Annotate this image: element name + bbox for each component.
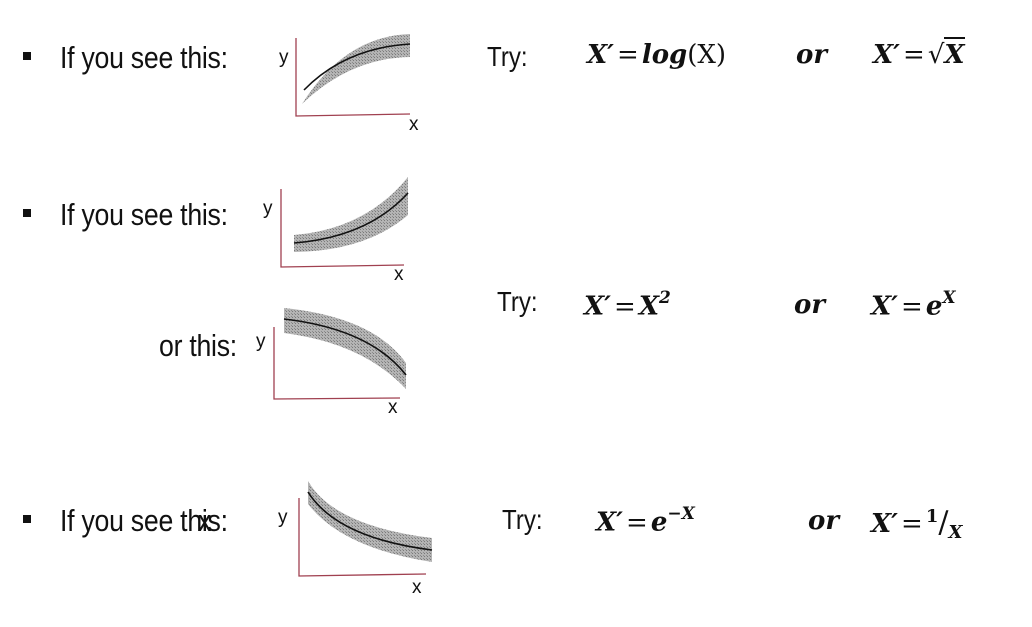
row2-formula-square-lhs: X′ — [584, 291, 612, 322]
row2-lead: If you see this: — [60, 197, 228, 232]
row3-formula-negexp-exp: −X — [667, 504, 695, 524]
row2-x-label: x — [394, 264, 404, 285]
row1-x-label: x — [409, 114, 419, 135]
radical-sign-icon: √ — [927, 40, 945, 70]
row3-formula-negexp-base: e — [650, 507, 668, 538]
row2-formula-square: X′=X2 — [584, 290, 671, 322]
row2-connector: or — [794, 290, 826, 320]
row1-log-curve-plot — [295, 34, 411, 117]
row3-formula-negexp: X′=e−X — [596, 506, 695, 538]
row1-formula-log: X′=log(X) — [587, 42, 726, 68]
row1-formula-sqrt: X′=√X — [873, 37, 965, 70]
row3-axes — [298, 498, 427, 577]
row1-axes — [295, 38, 411, 117]
row2b-y-label: y — [256, 331, 266, 352]
row1-curve — [303, 43, 411, 91]
row3-x-label: x — [412, 577, 422, 598]
row1-try-label: Try: — [487, 41, 528, 72]
row1-connector: or — [796, 40, 828, 70]
row1-formula-log-arg: (X) — [687, 40, 727, 70]
row1-y-label: y — [279, 47, 289, 68]
row2-formula-square-eq: = — [614, 291, 636, 322]
row3-formula-reciprocal-eq: = — [901, 509, 923, 539]
row1-band — [302, 34, 410, 104]
row3-formula-negexp-lhs: X′ — [596, 507, 624, 538]
bullet-icon — [23, 209, 31, 217]
bullet-icon — [23, 515, 31, 523]
row1-lead: If you see this: — [60, 40, 228, 75]
row3-try-label: Try: — [502, 504, 543, 535]
bullet-icon — [23, 52, 31, 60]
row2-axes — [280, 189, 405, 268]
row2-curve — [293, 192, 409, 244]
row3-y-label: y — [278, 507, 288, 528]
row3-formula-reciprocal-slash: / — [938, 505, 949, 540]
row2-formula-exp-exp: X — [942, 288, 956, 308]
row2-convex-up-curve-plot — [280, 177, 409, 268]
row3-formula-reciprocal-lhs: X′ — [871, 509, 899, 539]
row3-curve — [307, 491, 433, 551]
row2-formula-square-base: X — [638, 291, 660, 322]
row2-y-label: y — [263, 198, 273, 219]
row2-formula-square-exp: 2 — [659, 288, 671, 308]
row3-formula-reciprocal-num: 1 — [925, 506, 939, 527]
row2-alt-lead: or this: — [159, 328, 237, 363]
row3-formula-reciprocal: X′=1/X — [871, 505, 962, 542]
row3-formula-reciprocal-den: X — [948, 522, 963, 543]
row2-band — [294, 177, 408, 252]
row1-formula-log-eq: = — [617, 40, 639, 70]
row1-formula-sqrt-lhs: X′ — [873, 40, 901, 70]
row2b-axes — [273, 327, 401, 400]
row2-formula-exp-lhs: X′ — [871, 291, 899, 322]
row1-formula-sqrt-radicand: X — [944, 37, 965, 70]
row3-formula-negexp-eq: = — [626, 507, 648, 538]
row2-formula-exp-eq: = — [901, 291, 923, 322]
row2b-x-label: x — [388, 397, 398, 418]
row1-formula-log-lhs: X′ — [587, 40, 615, 70]
row2-try-label: Try: — [497, 286, 538, 317]
row3-decay-curve-plot — [298, 481, 433, 577]
row2-formula-exp: X′=eX — [871, 290, 956, 322]
row2-convex-down-curve-plot — [273, 308, 407, 400]
row3-connector: or — [808, 506, 840, 536]
row1-formula-sqrt-eq: = — [903, 40, 925, 70]
row3-lead: If you see this: — [60, 503, 228, 538]
row3-band — [308, 481, 432, 562]
row3-overlap-glyph: x — [198, 503, 212, 538]
row2-formula-exp-base: e — [925, 291, 943, 322]
row2b-band — [284, 308, 406, 389]
row2b-curve — [283, 318, 407, 376]
row1-formula-log-fn: log — [641, 40, 688, 70]
